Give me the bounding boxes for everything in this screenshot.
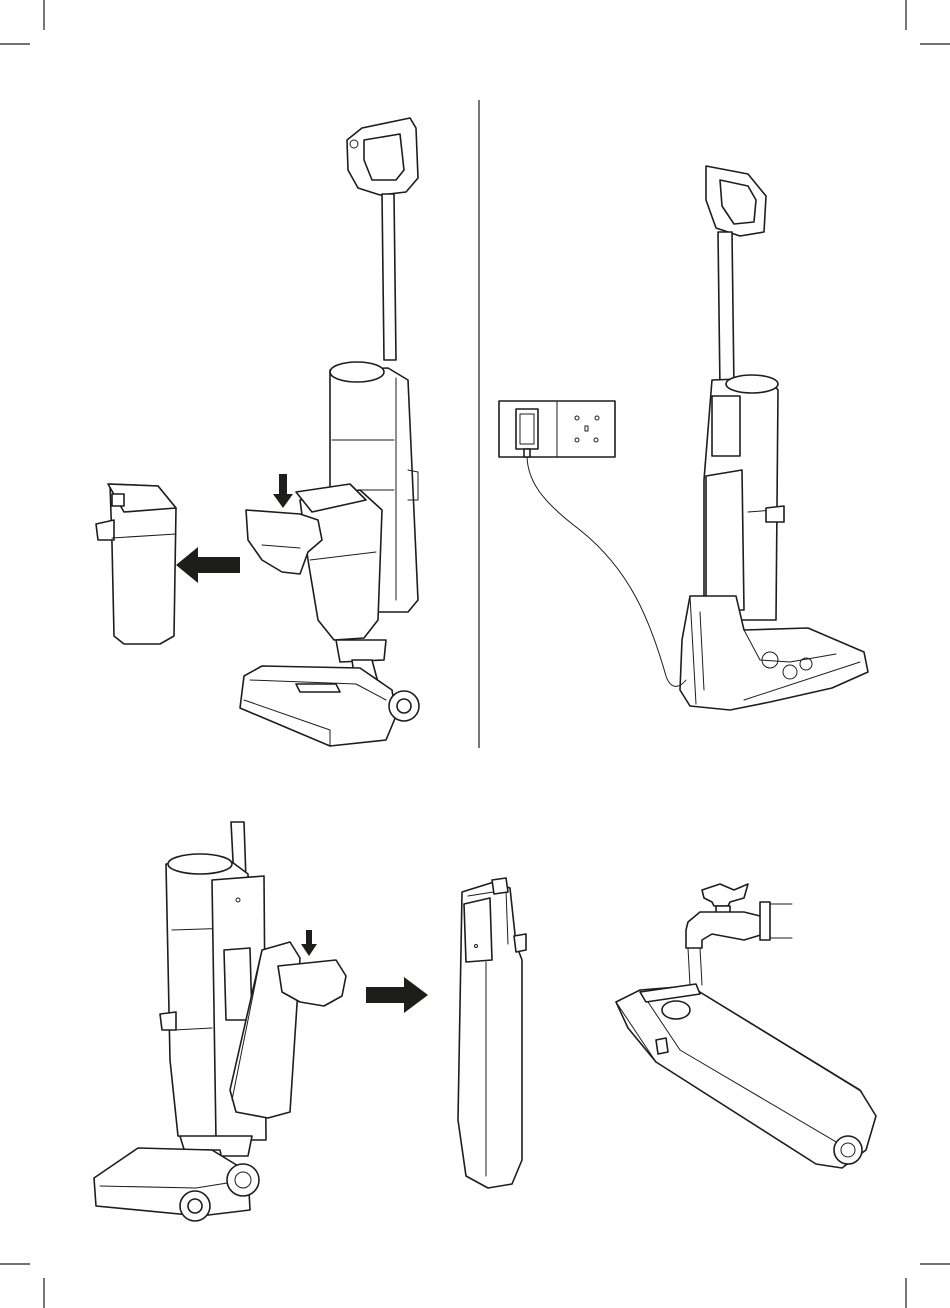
figure-fill-water-tank (616, 884, 876, 1168)
left-arrow-icon (176, 547, 240, 583)
power-cable (527, 457, 686, 686)
figure-remove-dirty-water-tank (96, 118, 419, 746)
figure-charging-on-base (499, 166, 868, 710)
down-arrow-icon (273, 474, 293, 508)
pole (382, 194, 396, 360)
water-tap-icon (686, 884, 792, 948)
water-stream (688, 948, 702, 985)
pole (718, 232, 734, 390)
right-arrow-icon (366, 977, 428, 1013)
figure-clean-water-tank (458, 878, 526, 1188)
floor-head (240, 666, 396, 746)
detached-dirty-water-tank (96, 484, 176, 644)
down-arrow-icon (301, 930, 317, 956)
handle-icon (706, 166, 766, 236)
handle-icon (347, 118, 418, 195)
power-adapter-icon (516, 409, 538, 457)
figure-remove-clean-water-tank (94, 822, 428, 1221)
